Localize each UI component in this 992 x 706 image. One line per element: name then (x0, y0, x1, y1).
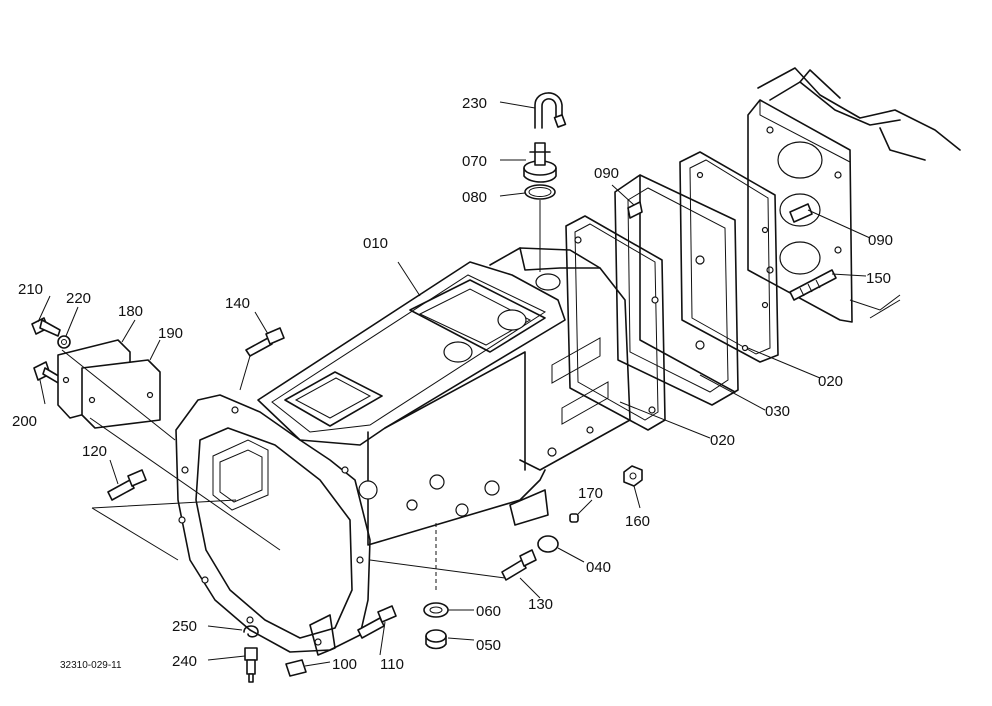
leader-lines (37, 101, 871, 667)
label-190: 190 (158, 325, 183, 342)
transmission-case-drawing (175, 247, 631, 656)
engine-block-drawing (757, 67, 961, 319)
label-070: 070 (462, 153, 487, 170)
label-210: 210 (18, 281, 43, 298)
label-090-right: 090 (868, 232, 893, 249)
label-230: 230 (462, 95, 487, 112)
label-220: 220 (66, 290, 91, 307)
label-140: 140 (225, 295, 250, 312)
label-240: 240 (172, 653, 197, 670)
label-250: 250 (172, 618, 197, 635)
diagram-reference-code: 32310-029-11 (60, 660, 122, 671)
label-060: 060 (476, 603, 501, 620)
label-110: 110 (380, 656, 404, 673)
label-200: 200 (12, 413, 37, 430)
label-050: 050 (476, 637, 501, 654)
label-090-left: 090 (594, 165, 619, 182)
part-number-labels: 230 070 080 090 090 010 150 210 220 180 … (12, 95, 893, 673)
label-100: 100 (332, 656, 357, 673)
label-080: 080 (462, 189, 487, 206)
label-030: 030 (765, 403, 790, 420)
label-180: 180 (118, 303, 143, 320)
label-020-center: 020 (710, 432, 735, 449)
label-160: 160 (625, 513, 650, 530)
small-parts-drawing (31, 92, 837, 683)
label-020-right: 020 (818, 373, 843, 390)
gasket-020-right-drawing (679, 151, 779, 363)
label-010: 010 (363, 235, 388, 252)
label-120: 120 (82, 443, 107, 460)
label-150: 150 (866, 270, 891, 287)
label-130: 130 (528, 596, 553, 613)
cover-030-drawing (614, 174, 739, 406)
label-170: 170 (578, 485, 603, 502)
label-040: 040 (586, 559, 611, 576)
